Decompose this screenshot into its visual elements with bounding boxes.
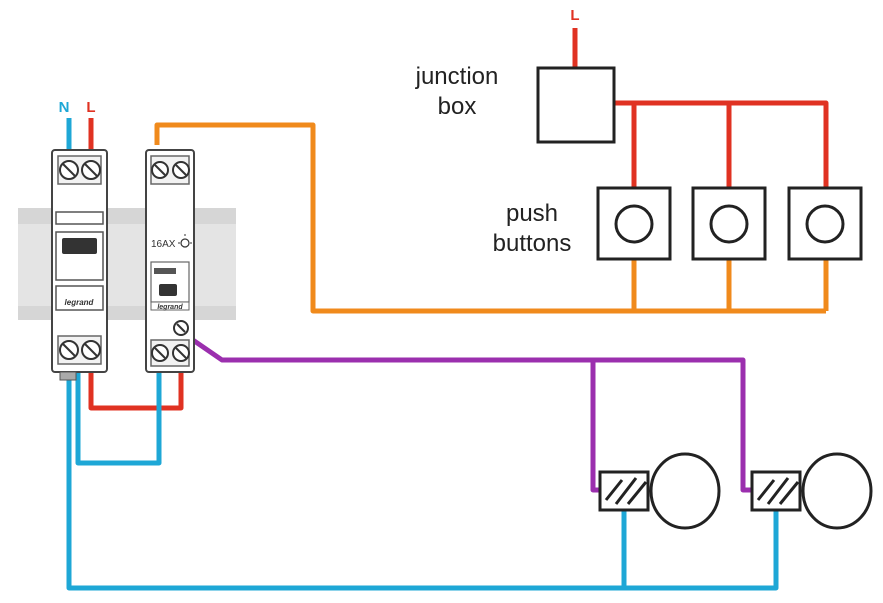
impulse-relay: 16AX legrand	[145, 149, 195, 373]
junction-box	[536, 66, 616, 144]
control-wire	[154, 122, 829, 314]
live-supply-label: L	[570, 7, 579, 24]
neutral-wire	[66, 118, 779, 591]
light-bulb-icon	[178, 234, 192, 248]
push-button	[596, 186, 672, 261]
junction-box-label-line1: junction	[415, 63, 499, 90]
live-wire	[88, 28, 829, 411]
lamp	[598, 452, 721, 530]
neutral-terminal-label: N	[59, 99, 70, 116]
breaker-brand: legrand	[65, 298, 95, 307]
relay-brand: legrand	[157, 304, 183, 311]
push-buttons-label-line2: buttons	[493, 230, 572, 257]
junction-box-label-line2: box	[438, 93, 477, 120]
din-rail	[18, 208, 236, 320]
circuit-breaker: legrand	[51, 149, 108, 381]
lamp	[750, 452, 873, 530]
live-terminal-label: L	[86, 99, 95, 116]
push-button	[787, 186, 863, 261]
switched-wire	[188, 335, 755, 493]
relay-rating: 16AX	[151, 239, 176, 250]
push-buttons-label-line1: push	[506, 200, 558, 227]
push-button	[691, 186, 767, 261]
